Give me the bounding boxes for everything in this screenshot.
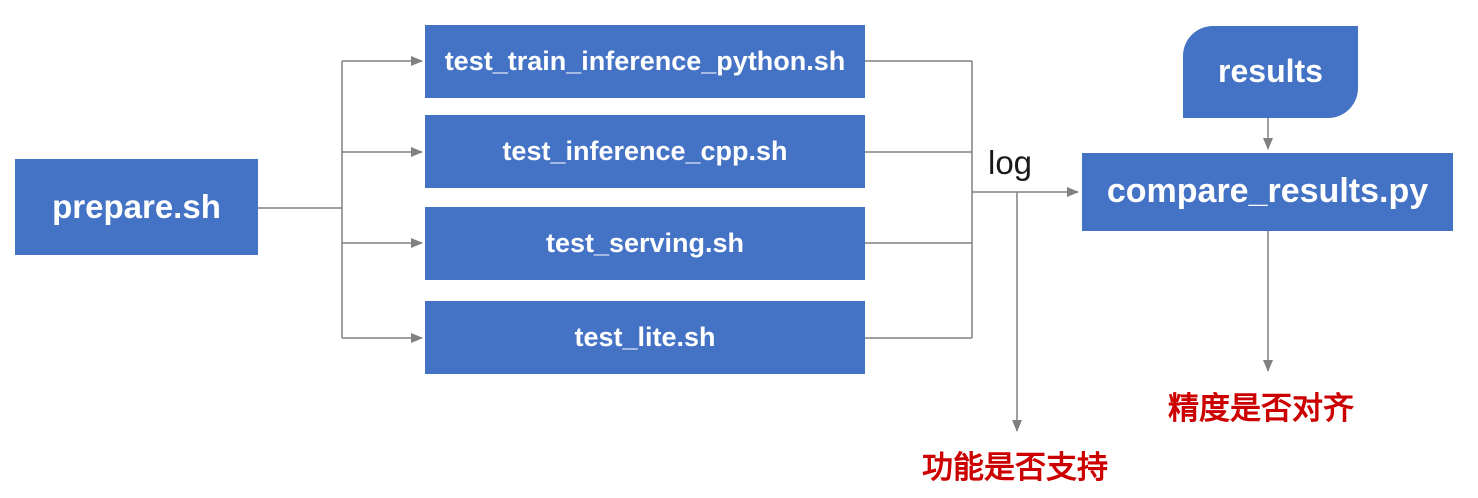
node-compare-results-py: compare_results.py bbox=[1082, 153, 1453, 231]
node-test-train-inference-python: test_train_inference_python.sh bbox=[425, 25, 865, 98]
outcome-function-support: 功能是否支持 bbox=[922, 450, 1108, 485]
node-prepare-sh: prepare.sh bbox=[15, 159, 258, 255]
node-test-serving: test_serving.sh bbox=[425, 207, 865, 280]
node-test-lite: test_lite.sh bbox=[425, 301, 865, 374]
edge-label-log: log bbox=[988, 144, 1033, 181]
node-test-inference-cpp: test_inference_cpp.sh bbox=[425, 115, 865, 188]
node-results: results bbox=[1183, 26, 1358, 118]
outcome-precision-alignment: 精度是否对齐 bbox=[1168, 391, 1354, 426]
